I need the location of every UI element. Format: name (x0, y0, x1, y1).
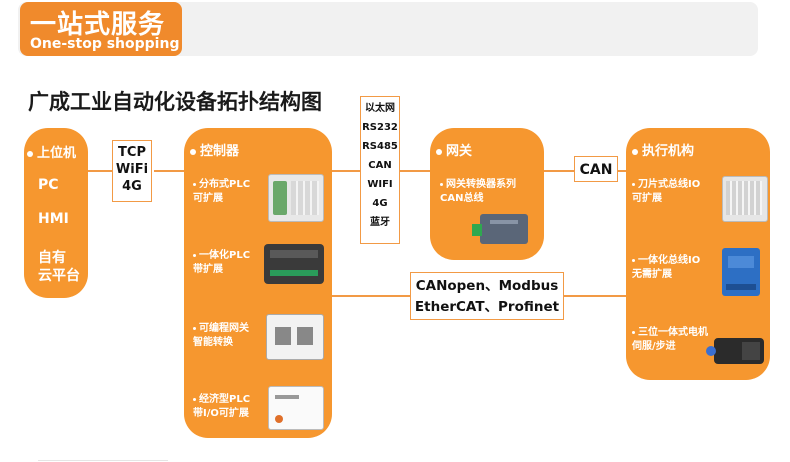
actuator-item-desc: 无需扩展 (632, 269, 672, 280)
bullet-dot (193, 397, 196, 401)
upper-computer-title: 上位机 (27, 142, 76, 161)
programmable-gateway-image (266, 314, 324, 360)
controller-item-desc: 带I/O可扩展 (193, 408, 249, 419)
bullet-dot (440, 182, 443, 186)
integrated-plc-image (264, 244, 324, 284)
gateway-title-text: 网关 (446, 144, 473, 159)
controller-item-desc: 智能转换 (193, 337, 233, 348)
interface-wifi: WIFI (367, 179, 393, 190)
header-tag (20, 2, 182, 56)
interface-can: CAN (368, 160, 392, 171)
controller-item-desc: 带扩展 (193, 264, 223, 275)
interface-bluetooth: 蓝牙 (370, 217, 390, 228)
interface-4g: 4G (372, 198, 388, 209)
integrated-io-image (722, 248, 760, 296)
actuator-item-desc: 可扩展 (632, 193, 662, 204)
connector-protocol-controller (154, 170, 184, 172)
controller-item-distributed-plc: 分布式PLC 可扩展 (193, 178, 250, 206)
controller-item-label: 分布式PLC (199, 179, 251, 190)
protocol-box-tcp: TCP WiFi 4G (112, 140, 152, 202)
actuator-item-desc: 伺服/步进 (632, 341, 676, 352)
connector-bus-actuator (564, 295, 630, 297)
upper-computer-panel (24, 128, 88, 298)
controller-item-programmable-gateway: 可编程网关 智能转换 (193, 322, 249, 350)
fieldbus-box: CANopen、Modbus EtherCAT、Profinet (410, 272, 564, 320)
controller-item-integrated-plc: 一体化PLC 带扩展 (193, 249, 250, 277)
bullet-dot (193, 253, 196, 257)
bullet-dot (190, 148, 196, 155)
header-subtitle: One-stop shopping (30, 36, 180, 52)
bullet-dot (632, 330, 635, 334)
distributed-plc-image (268, 174, 324, 222)
connector-gateway-can (544, 170, 574, 172)
gateway-description: 网关转换器系列 CAN总线 (440, 178, 516, 206)
page-title: 广成工业自动化设备拓扑结构图 (28, 90, 322, 114)
protocol-4g: 4G (122, 179, 142, 194)
bullet-dot (193, 182, 196, 186)
upper-item-cloud: 云平台 (38, 268, 80, 284)
connector-controller-bus (332, 295, 410, 297)
bullet-dot (632, 182, 635, 186)
upper-title-text: 上位机 (37, 146, 77, 161)
controller-title: 控制器 (190, 140, 239, 159)
bullet-dot (436, 148, 442, 155)
interface-rs232: RS232 (362, 122, 398, 133)
fieldbus-line1: CANopen、Modbus (415, 278, 559, 294)
controller-item-label: 可编程网关 (199, 323, 249, 334)
upper-item-pc: PC (38, 177, 59, 193)
gateway-line1: 网关转换器系列 (446, 179, 516, 190)
actuator-item-blade-io: 刀片式总线IO 可扩展 (632, 178, 700, 206)
bullet-dot (27, 150, 33, 157)
header-title: 一站式服务 (30, 10, 166, 40)
actuator-item-servo-motor: 三位一体式电机 伺服/步进 (632, 326, 708, 354)
actuator-item-label: 三位一体式电机 (638, 327, 708, 338)
upper-item-own: 自有 (38, 250, 66, 266)
gateway-line2: CAN总线 (440, 193, 484, 204)
can-label: CAN (579, 162, 613, 178)
servo-motor-image (706, 338, 764, 364)
controller-item-label: 经济型PLC (199, 394, 251, 405)
bullet-dot (632, 258, 635, 262)
connector-upper-protocol (88, 170, 112, 172)
actuator-item-label: 刀片式总线IO (638, 179, 701, 190)
connector-controller-vbox (332, 170, 360, 172)
blade-io-image (722, 176, 768, 222)
actuator-item-integrated-io: 一体化总线IO 无需扩展 (632, 254, 700, 282)
economy-plc-image (268, 386, 324, 430)
upper-item-hmi: HMI (38, 211, 69, 227)
can-box: CAN (574, 156, 618, 182)
controller-item-economy-plc: 经济型PLC 带I/O可扩展 (193, 393, 250, 421)
bullet-dot (632, 148, 638, 155)
fieldbus-line2: EtherCAT、Profinet (414, 299, 560, 315)
connector-can-actuator (618, 170, 630, 172)
bullet-dot (193, 326, 196, 330)
interface-rs485: RS485 (362, 141, 398, 152)
gateway-converter-image (472, 214, 528, 244)
actuator-title: 执行机构 (632, 140, 694, 159)
actuator-item-label: 一体化总线IO (638, 255, 701, 266)
controller-item-desc: 可扩展 (193, 193, 223, 204)
interface-list-box: 以太网 RS232 RS485 CAN WIFI 4G 蓝牙 (360, 96, 400, 244)
connector-vbox-gateway (400, 170, 430, 172)
controller-item-label: 一体化PLC (199, 250, 251, 261)
interface-ethernet: 以太网 (365, 103, 395, 114)
gateway-title: 网关 (436, 140, 472, 159)
actuator-title-text: 执行机构 (642, 144, 695, 159)
protocol-tcp: TCP (118, 145, 146, 160)
controller-title-text: 控制器 (200, 144, 240, 159)
protocol-wifi: WiFi (115, 162, 149, 177)
bottom-divider (38, 460, 168, 461)
